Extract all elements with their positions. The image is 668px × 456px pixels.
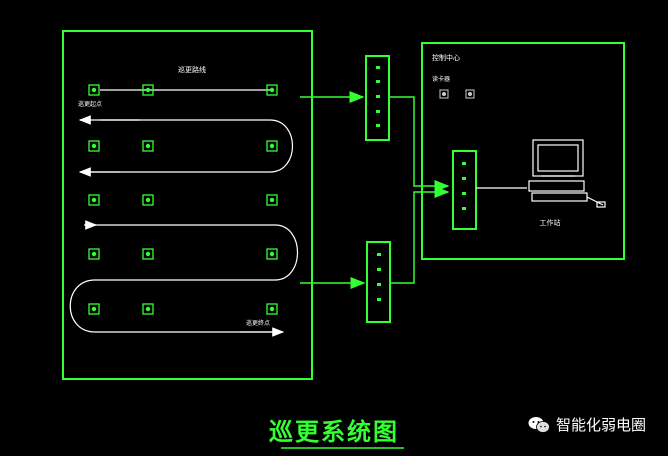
- converter-marks: [462, 162, 466, 210]
- data-converter: [452, 150, 477, 230]
- control-center-frame: [421, 42, 625, 260]
- sub-label: 读卡器: [432, 75, 450, 83]
- start-label: 巡更起点: [78, 100, 102, 108]
- patrol-point-icon: [88, 140, 100, 152]
- patrol-point-icon: [266, 248, 278, 260]
- collector-bottom: [366, 241, 391, 323]
- patrol-area-label: 巡更路线: [178, 65, 206, 74]
- patrol-points: [88, 84, 278, 315]
- reader-icon: [465, 89, 475, 99]
- patrol-point-icon: [88, 194, 100, 206]
- patrol-point-icon: [266, 303, 278, 315]
- patrol-point-icon: [266, 194, 278, 206]
- patrol-point-icon: [266, 140, 278, 152]
- link-top-to-converter: [390, 96, 450, 192]
- patrol-point-icon: [142, 303, 154, 315]
- patrol-point-icon: [142, 140, 154, 152]
- patrol-point-icon: [142, 84, 154, 96]
- patrol-route: [69, 89, 298, 333]
- reader-icon-dot: [442, 92, 446, 96]
- control-center-label: 控制中心: [432, 53, 460, 62]
- patrol-point-icon: [266, 84, 278, 96]
- watermark-text: 智能化弱电圈: [555, 416, 646, 434]
- patrol-area-frame: [62, 30, 313, 380]
- patrol-point-icon: [88, 84, 100, 96]
- wechat-icon: [528, 416, 550, 433]
- reader-icon-dot: [468, 92, 472, 96]
- patrol-point-icon: [88, 303, 100, 315]
- patrol-point-icon: [142, 248, 154, 260]
- patrol-point-icon: [142, 194, 154, 206]
- workstation-label: 工作站: [540, 218, 561, 227]
- end-label: 巡更终点: [246, 319, 270, 327]
- collector-marks: [376, 66, 381, 301]
- watermark: 智能化弱电圈: [528, 414, 646, 435]
- patrol-point-icon: [88, 248, 100, 260]
- collector-top: [365, 55, 390, 141]
- link-bottom-to-converter: [391, 186, 450, 284]
- reader-icon: [439, 89, 449, 99]
- computer-icon: [528, 139, 606, 208]
